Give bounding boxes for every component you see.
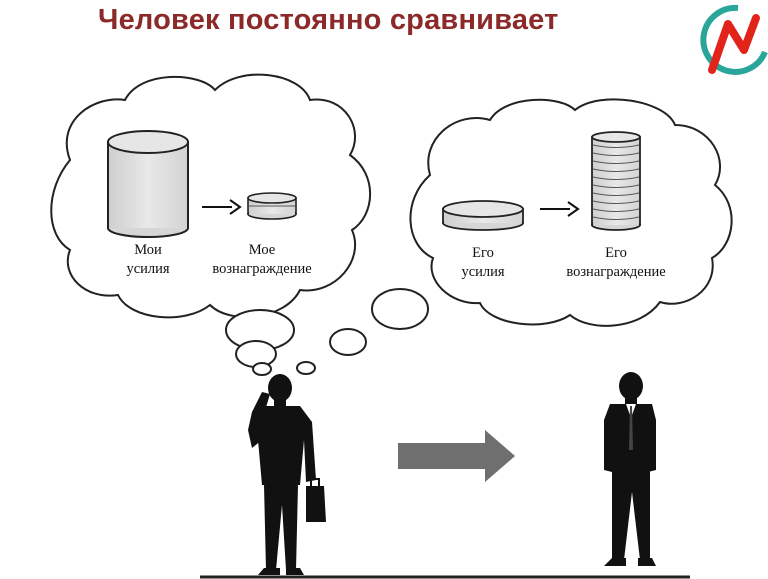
his-reward-coin-stack-icon [591, 131, 641, 231]
arrow-icon [540, 201, 580, 217]
my-efforts-label-line2: усилия [126, 261, 169, 277]
comparison-arrow-icon [398, 430, 515, 482]
my-efforts-cylinder-icon [107, 130, 189, 238]
his-efforts-disc-icon [442, 200, 524, 231]
his-efforts-label-line2: усилия [461, 264, 504, 280]
left-man-silhouette [248, 374, 326, 575]
tie [629, 406, 633, 450]
arrow-icon [202, 199, 242, 215]
page-title: Человек постоянно сравнивает [98, 4, 559, 36]
his-efforts-label-line1: Его [472, 245, 494, 261]
logo-icon [700, 4, 768, 75]
his-reward-label-line2: вознаграждение [566, 264, 665, 280]
my-reward-label-line1: Мое [249, 242, 275, 258]
right-thought-cloud [409, 98, 733, 327]
right-man-silhouette [604, 372, 656, 566]
my-efforts-label-line1: Мои [134, 242, 162, 258]
left-thought-cloud [50, 73, 371, 376]
thought-bubble-small [371, 288, 429, 330]
his-reward-label-line1: Его [605, 245, 627, 261]
my-reward-label-line2: вознаграждение [212, 261, 311, 277]
my-reward-coins-icon [247, 192, 297, 220]
